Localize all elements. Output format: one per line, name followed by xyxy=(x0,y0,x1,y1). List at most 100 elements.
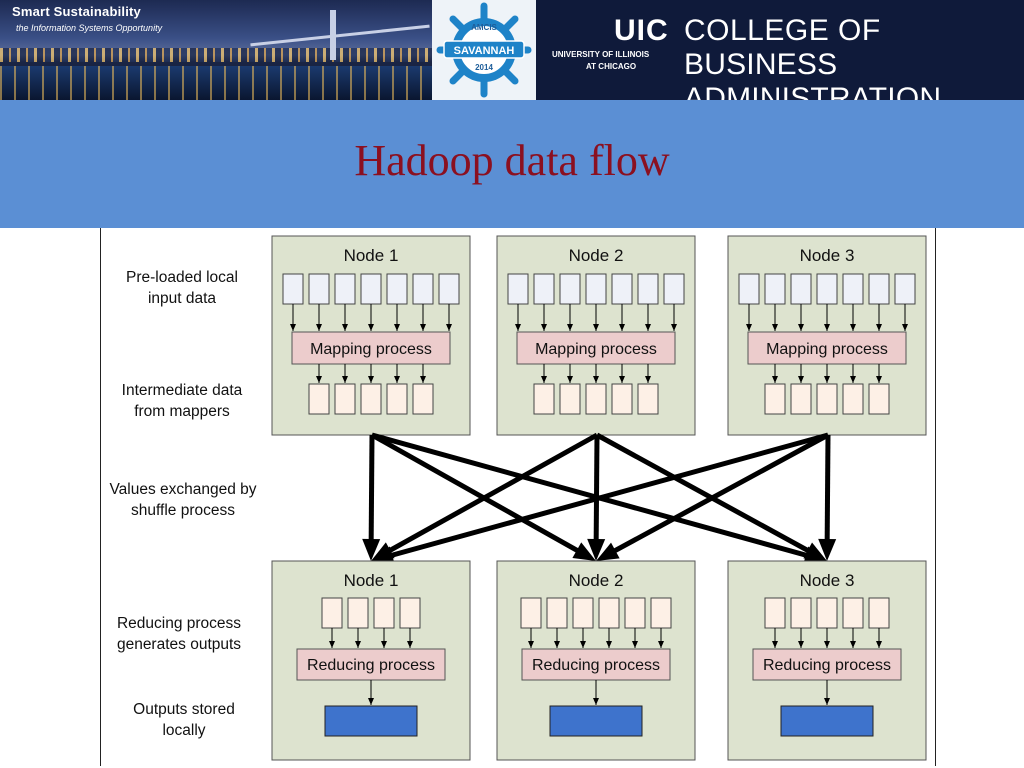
shuffle-arrow xyxy=(383,432,599,556)
reducing-process-label: Reducing process xyxy=(532,657,660,674)
reduce-node: Node 2 Reducing process xyxy=(496,560,696,761)
intermediate-data-block xyxy=(386,383,408,415)
shuffle-arrow xyxy=(368,434,375,546)
shuffle-arrow xyxy=(593,434,600,546)
input-data-block xyxy=(334,273,356,305)
label-shuffle: Values exchanged by shuffle process xyxy=(109,481,257,519)
shuffle-arrowhead xyxy=(803,542,827,561)
input-data-block xyxy=(894,273,916,305)
reduce-node-title: Node 1 xyxy=(344,571,399,590)
label-output: Outputs stored locally xyxy=(133,701,235,739)
input-data-block xyxy=(663,273,685,305)
shuffle-arrow xyxy=(824,434,831,546)
input-data-block xyxy=(637,273,659,305)
brand-title: Smart Sustainability xyxy=(12,4,141,19)
shuffle-arrowhead xyxy=(587,538,606,561)
reduce-input-block xyxy=(842,597,864,629)
shuffle-arrowhead xyxy=(371,546,395,564)
intermediate-data-block xyxy=(611,383,633,415)
city-lights xyxy=(0,48,432,62)
slide-title: Hadoop data flow xyxy=(354,136,670,185)
uic-logo xyxy=(536,0,1024,100)
reducing-process-label: Reducing process xyxy=(307,657,435,674)
reduce-input-block xyxy=(399,597,421,629)
intermediate-data-block xyxy=(868,383,890,415)
intermediate-data-block xyxy=(559,383,581,415)
reduce-input-block xyxy=(624,597,646,629)
output-block xyxy=(780,705,874,737)
shuffle-arrow xyxy=(385,432,829,560)
uic-name-line1: UNIVERSITY OF ILLINOIS xyxy=(552,50,650,59)
logo-year-text: 2014 xyxy=(475,63,493,72)
intermediate-data-block xyxy=(764,383,786,415)
input-data-block xyxy=(412,273,434,305)
map-node-title: Node 2 xyxy=(569,246,624,265)
label-input-data: Pre-loaded local input data xyxy=(125,269,238,307)
reduce-node-title: Node 2 xyxy=(569,571,624,590)
intermediate-data-block xyxy=(585,383,607,415)
output-block xyxy=(324,705,418,737)
mapping-process-label: Mapping process xyxy=(535,341,657,358)
reduce-input-block xyxy=(321,597,343,629)
reduce-input-block xyxy=(598,597,620,629)
intermediate-data-block xyxy=(308,383,330,415)
input-data-block xyxy=(842,273,864,305)
intermediate-data-block xyxy=(334,383,356,415)
input-data-block xyxy=(559,273,581,305)
reduce-input-block xyxy=(764,597,786,629)
reducing-process-box xyxy=(296,648,446,681)
input-data-block xyxy=(386,273,408,305)
shuffle-arrow xyxy=(370,432,584,556)
reduce-input-block xyxy=(816,597,838,629)
intermediate-data-block xyxy=(790,383,812,415)
mapping-process-label: Mapping process xyxy=(310,341,432,358)
uic-abbr: UIC xyxy=(614,14,669,47)
shuffle-arrow xyxy=(608,432,830,556)
input-data-block xyxy=(533,273,555,305)
label-reduce: Reducing process generates outputs xyxy=(116,615,242,653)
bridge-deck xyxy=(250,24,430,47)
reduce-node: Node 3 Reducing process xyxy=(727,560,927,761)
hadoop-diagram: Pre-loaded local input data Intermediate… xyxy=(100,228,936,766)
logo-ribbon-text: SAVANNAH xyxy=(454,45,515,57)
label-intermediate-data: Intermediate data from mappers xyxy=(121,382,243,420)
river-reflection xyxy=(0,66,432,100)
uic-name-line2: AT CHICAGO xyxy=(586,62,637,71)
reduce-input-block xyxy=(790,597,812,629)
intermediate-data-block xyxy=(816,383,838,415)
reduce-node: Node 1 Reducing process xyxy=(271,560,471,761)
reducing-process-label: Reducing process xyxy=(763,657,891,674)
input-data-block xyxy=(507,273,529,305)
input-data-block xyxy=(585,273,607,305)
map-node-title: Node 3 xyxy=(800,246,855,265)
intermediate-data-block xyxy=(360,383,382,415)
reduce-input-block xyxy=(546,597,568,629)
brand-subtitle: the Information Systems Opportunity xyxy=(16,23,163,33)
reduce-input-block xyxy=(347,597,369,629)
title-band xyxy=(0,100,1024,228)
college-line1: COLLEGE OF xyxy=(684,14,881,47)
reduce-input-block xyxy=(650,597,672,629)
shuffle-arrow xyxy=(371,432,813,560)
savannah-skyline-photo: Smart Sustainability the Information Sys… xyxy=(0,0,432,100)
output-block xyxy=(549,705,643,737)
input-data-block xyxy=(611,273,633,305)
intermediate-data-block xyxy=(412,383,434,415)
input-data-block xyxy=(360,273,382,305)
input-data-block xyxy=(438,273,460,305)
intermediate-data-block xyxy=(637,383,659,415)
input-data-block xyxy=(308,273,330,305)
reduce-input-block xyxy=(868,597,890,629)
input-data-block xyxy=(738,273,760,305)
input-data-block xyxy=(764,273,786,305)
reduce-input-block xyxy=(373,597,395,629)
reduce-node-title: Node 3 xyxy=(800,571,855,590)
map-node: Node 2 Mapping process xyxy=(496,235,696,436)
input-data-block xyxy=(868,273,890,305)
amcis-savannah-logo: AMCIS SAVANNAH 2014 xyxy=(432,0,536,100)
reducing-process-box xyxy=(752,648,902,681)
reduce-input-block xyxy=(572,597,594,629)
shuffle-arrowhead xyxy=(572,542,596,561)
